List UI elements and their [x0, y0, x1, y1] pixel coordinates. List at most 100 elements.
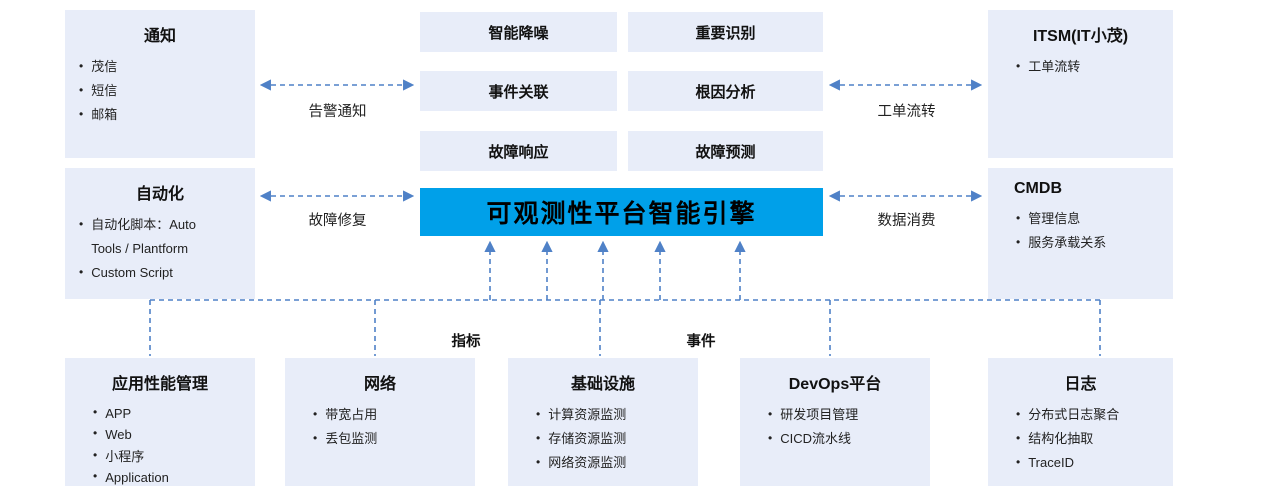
bullet-icon: • — [313, 407, 318, 421]
list-item: • 短信 — [79, 79, 247, 103]
capability-noise-reduction: 智能降噪 — [420, 12, 617, 52]
bullet-icon: • — [93, 469, 98, 484]
list-item-label: 分布式日志聚合 — [1028, 407, 1120, 422]
list-item-label: Application — [105, 470, 169, 486]
panel-apm-list: • APP •Web • 小程序 • Application — [65, 401, 255, 489]
panel-network-title: 网络 — [363, 376, 396, 393]
panel-devops-list: • 研发项目管理 • CICD流水线 — [740, 401, 930, 451]
list-item: • 茂信 — [79, 55, 247, 79]
list-item: •丢包监测 — [313, 427, 467, 451]
panel-apm-title: 应用性能管理 — [111, 376, 208, 393]
list-item: •Web — [93, 424, 247, 445]
list-item-label: TraceID — [1028, 455, 1074, 471]
list-item: • 分布式日志聚合 — [1016, 403, 1165, 427]
panel-itsm-title: ITSM(IT小茂) — [1032, 28, 1129, 45]
list-item-label: 带宽占用 — [325, 407, 378, 422]
panel-notification-title: 通知 — [143, 28, 176, 45]
panel-logs: 日志 • 分布式日志聚合 • 结构化抽取 • TraceID — [988, 358, 1173, 486]
list-item-label: 小程序 — [105, 448, 145, 464]
list-item-label: 研发项目管理 — [780, 407, 859, 422]
bullet-icon: • — [93, 405, 98, 419]
list-item-label: 结构化抽取 — [1028, 431, 1094, 447]
list-item-label: 存储资源监测 — [548, 431, 627, 447]
label-data-consume: 数据消费 — [877, 213, 936, 229]
bullet-icon: • — [1016, 235, 1021, 250]
list-item-label: 短信 — [91, 83, 118, 99]
capability-fault-response: 故障响应 — [420, 131, 617, 171]
panel-infrastructure-title: 基础设施 — [570, 376, 635, 393]
panel-infrastructure-list: •计算资源监测 • 存储资源监测 • 网络资源监测 — [508, 401, 698, 475]
panel-apm: 应用性能管理 • APP •Web • 小程序 • Application — [65, 358, 255, 486]
list-item-label: 计算资源监测 — [548, 407, 627, 422]
list-item: • CICD流水线 — [768, 427, 922, 451]
bullet-icon: • — [1016, 431, 1021, 446]
engine-banner: 可观测性平台智能引擎 — [420, 188, 823, 236]
bullet-icon: • — [536, 431, 541, 446]
list-item: • TraceID — [1016, 451, 1165, 475]
bullet-icon: • — [1016, 455, 1021, 470]
bullet-icon: • — [313, 431, 318, 446]
label-metrics: 指标 — [451, 334, 481, 350]
list-item-label: 管理信息 — [1028, 211, 1081, 226]
list-item: • 服务承载关系 — [1016, 231, 1165, 255]
list-item-label: 自动化脚本：Auto Tools / Plantform — [91, 217, 196, 257]
list-item: • APP — [93, 403, 247, 424]
panel-notification: 通知 • 茂信 • 短信 • 邮箱 — [65, 10, 255, 158]
list-item: •工单流转 — [1016, 55, 1165, 79]
panel-itsm-list: •工单流转 — [988, 53, 1173, 79]
panel-network: 网络 • 带宽占用 •丢包监测 — [285, 358, 475, 486]
panel-network-list: • 带宽占用 •丢包监测 — [285, 401, 475, 451]
list-item: • Application — [93, 467, 247, 488]
capability-importance-detect: 重要识别 — [628, 12, 823, 52]
panel-cmdb-list: • 管理信息 • 服务承载关系 — [988, 205, 1173, 255]
bullet-icon: • — [93, 447, 98, 462]
panel-devops-title: DevOps平台 — [788, 376, 882, 393]
bullet-icon: • — [768, 407, 773, 421]
bullet-icon: • — [536, 455, 541, 470]
panel-itsm: ITSM(IT小茂) •工单流转 — [988, 10, 1173, 158]
bullet-icon: • — [79, 107, 84, 122]
bullet-icon: • — [79, 59, 84, 73]
list-item: •计算资源监测 — [536, 403, 690, 427]
list-item: • 研发项目管理 — [768, 403, 922, 427]
panel-automation-list: • 自动化脚本：Auto Tools / Plantform • Custom Sc… — [65, 211, 255, 285]
panel-automation: 自动化 • 自动化脚本：Auto Tools / Plantform • Custo… — [65, 168, 255, 299]
list-item: • 带宽占用 — [313, 403, 467, 427]
bullet-icon: • — [79, 265, 84, 280]
list-item-label: 邮箱 — [91, 107, 118, 123]
list-item-label: APP — [105, 406, 132, 421]
panel-devops: DevOps平台 • 研发项目管理 • CICD流水线 — [740, 358, 930, 486]
panel-cmdb-title: CMDB — [1014, 180, 1062, 197]
list-item: • 小程序 — [93, 446, 247, 467]
bullet-icon: • — [1016, 407, 1021, 421]
bullet-icon: • — [93, 426, 98, 441]
list-item-label: 工单流转 — [1028, 59, 1081, 74]
label-alert-notify: 告警通知 — [308, 104, 367, 120]
panel-infrastructure: 基础设施 •计算资源监测 • 存储资源监测 • 网络资源监测 — [508, 358, 698, 486]
bullet-icon: • — [768, 431, 773, 446]
list-item-label: 服务承载关系 — [1028, 235, 1107, 251]
list-item: • 管理信息 — [1016, 207, 1165, 231]
list-item-label: Custom Script — [91, 265, 173, 281]
panel-cmdb: CMDB • 管理信息 • 服务承载关系 — [988, 168, 1173, 299]
bullet-icon: • — [1016, 211, 1021, 225]
label-ticket-flow: 工单流转 — [877, 104, 936, 120]
label-fault-repair: 故障修复 — [308, 213, 367, 229]
list-item-label: 茂信 — [91, 59, 118, 74]
capability-fault-prediction: 故障预测 — [628, 131, 823, 171]
list-item: • 自动化脚本：Auto Tools / Plantform — [79, 213, 215, 261]
list-item: • 存储资源监测 — [536, 427, 690, 451]
capability-root-cause: 根因分析 — [628, 71, 823, 111]
panel-logs-list: • 分布式日志聚合 • 结构化抽取 • TraceID — [988, 401, 1173, 475]
bullet-icon: • — [79, 83, 84, 98]
panel-automation-title: 自动化 — [135, 186, 184, 203]
panel-logs-title: 日志 — [1064, 376, 1097, 393]
list-item-label: CICD流水线 — [780, 431, 851, 447]
list-item-label: 网络资源监测 — [548, 455, 627, 471]
list-item: • 结构化抽取 — [1016, 427, 1165, 451]
bullet-icon: • — [79, 217, 84, 231]
capability-event-correlation: 事件关联 — [420, 71, 617, 111]
panel-notification-list: • 茂信 • 短信 • 邮箱 — [65, 53, 255, 127]
label-events: 事件 — [686, 334, 716, 350]
